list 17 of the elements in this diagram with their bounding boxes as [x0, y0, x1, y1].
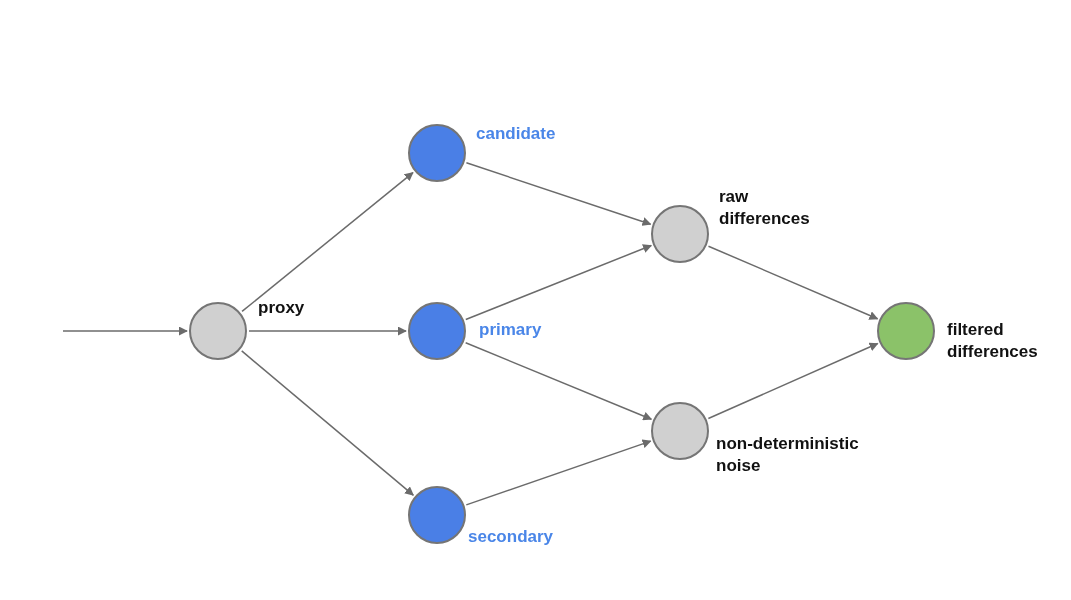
node-label: raw differences	[719, 186, 811, 230]
arrow	[241, 171, 414, 313]
arrow	[241, 350, 414, 496]
arrow	[464, 342, 653, 421]
node-label: non-deterministic noise	[716, 433, 860, 477]
arrow	[707, 245, 879, 320]
node-label: filtered differences	[947, 319, 1039, 363]
node-label: primary	[479, 319, 543, 341]
node-label: secondary	[468, 526, 555, 548]
arrow	[465, 162, 652, 226]
node-label: candidate	[476, 123, 557, 145]
arrow	[465, 439, 652, 506]
arrow	[248, 326, 407, 336]
arrow	[707, 342, 879, 420]
arrow	[62, 326, 188, 336]
arrow	[465, 244, 653, 321]
node-label: proxy	[258, 297, 306, 319]
